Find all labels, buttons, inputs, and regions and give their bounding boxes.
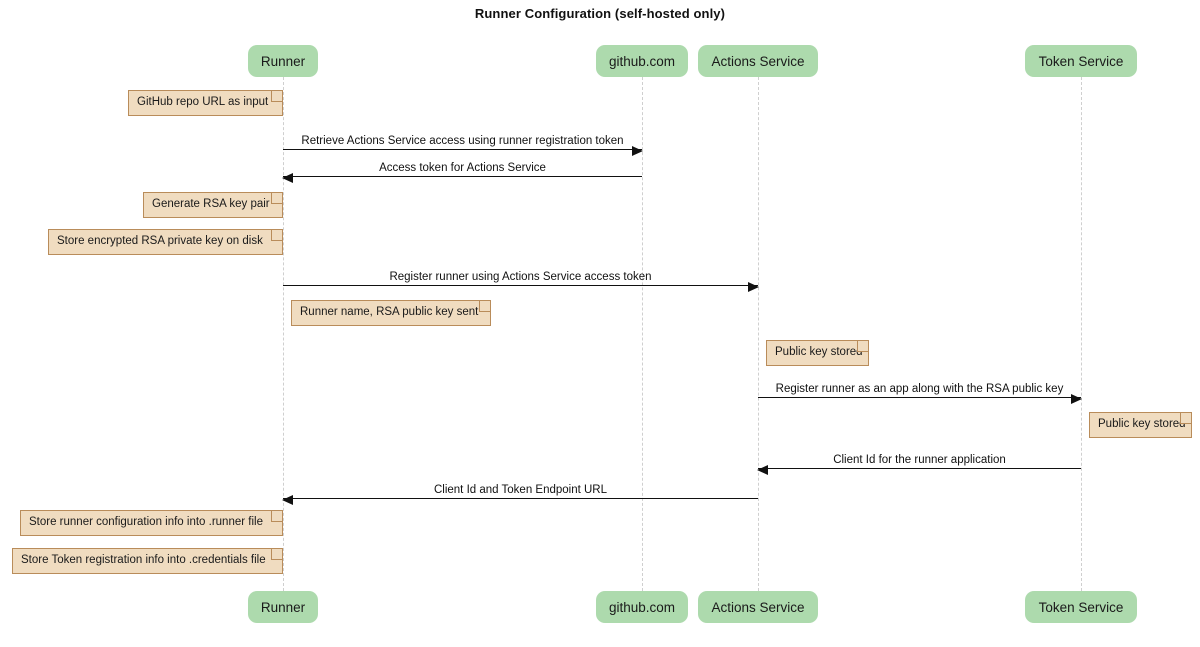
note-text: Public key stored	[1098, 418, 1186, 431]
message-line	[283, 176, 642, 177]
message-client-id-runner-app: Client Id for the runner application	[757, 449, 1081, 475]
message-line	[283, 149, 642, 150]
message-line	[758, 397, 1081, 398]
message-access-token: Access token for Actions Service	[282, 157, 642, 183]
participant-label: Token Service	[1038, 599, 1124, 615]
message-line	[283, 498, 758, 499]
message-retrieve-actions-access: Retrieve Actions Service access using ru…	[283, 130, 643, 156]
participant-runner-top[interactable]: Runner	[248, 45, 318, 77]
message-label: Client Id and Token Endpoint URL	[433, 483, 608, 496]
note-store-runner-config: Store runner configuration info into .ru…	[20, 510, 283, 536]
note-store-token-registration: Store Token registration info into .cred…	[12, 548, 283, 574]
arrowhead-right-icon	[632, 145, 643, 156]
note-store-private-key: Store encrypted RSA private key on disk	[48, 229, 283, 255]
participant-label: Runner	[260, 53, 306, 69]
lifeline-actions	[758, 77, 759, 591]
message-client-id-token-endpoint: Client Id and Token Endpoint URL	[282, 479, 758, 505]
message-register-app-rsa: Register runner as an app along with the…	[758, 378, 1082, 404]
participant-token-bottom[interactable]: Token Service	[1025, 591, 1137, 623]
page-title: Runner Configuration (self-hosted only)	[474, 6, 726, 21]
note-public-key-stored-actions: Public key stored	[766, 340, 869, 366]
participant-label: Actions Service	[711, 53, 805, 69]
note-text: Generate RSA key pair	[152, 198, 270, 211]
note-text: Store encrypted RSA private key on disk	[57, 235, 263, 248]
participant-label: github.com	[608, 53, 676, 69]
participant-actions-top[interactable]: Actions Service	[698, 45, 818, 77]
arrowhead-left-icon	[282, 494, 293, 505]
note-text: Store Token registration info into .cred…	[21, 554, 266, 567]
message-line	[283, 285, 758, 286]
participant-github-top[interactable]: github.com	[596, 45, 688, 77]
note-runner-name-public-key: Runner name, RSA public key sent	[291, 300, 491, 326]
lifeline-runner	[283, 77, 284, 591]
message-label: Register runner as an app along with the…	[775, 382, 1064, 395]
message-label: Access token for Actions Service	[379, 161, 546, 174]
arrowhead-left-icon	[282, 172, 293, 183]
note-text: Public key stored	[775, 346, 863, 359]
participant-label: Actions Service	[711, 599, 805, 615]
arrowhead-right-icon	[748, 281, 759, 292]
participant-label: Token Service	[1038, 53, 1124, 69]
message-line	[758, 468, 1081, 469]
note-github-repo-url: GitHub repo URL as input	[128, 90, 283, 116]
note-text: Runner name, RSA public key sent	[300, 306, 479, 319]
arrowhead-right-icon	[1071, 393, 1082, 404]
note-text: GitHub repo URL as input	[137, 96, 269, 109]
note-public-key-stored-token: Public key stored	[1089, 412, 1192, 438]
participant-label: github.com	[608, 599, 676, 615]
message-label: Client Id for the runner application	[833, 453, 1006, 466]
note-text: Store runner configuration info into .ru…	[29, 516, 263, 529]
message-register-runner: Register runner using Actions Service ac…	[283, 266, 759, 292]
lifeline-token	[1081, 77, 1082, 591]
message-label: Register runner using Actions Service ac…	[389, 270, 652, 283]
note-generate-rsa: Generate RSA key pair	[143, 192, 283, 218]
participant-runner-bottom[interactable]: Runner	[248, 591, 318, 623]
participant-actions-bottom[interactable]: Actions Service	[698, 591, 818, 623]
participant-github-bottom[interactable]: github.com	[596, 591, 688, 623]
participant-token-top[interactable]: Token Service	[1025, 45, 1137, 77]
lifeline-github	[642, 77, 643, 591]
arrowhead-left-icon	[757, 464, 768, 475]
participant-label: Runner	[260, 599, 306, 615]
message-label: Retrieve Actions Service access using ru…	[301, 134, 624, 147]
